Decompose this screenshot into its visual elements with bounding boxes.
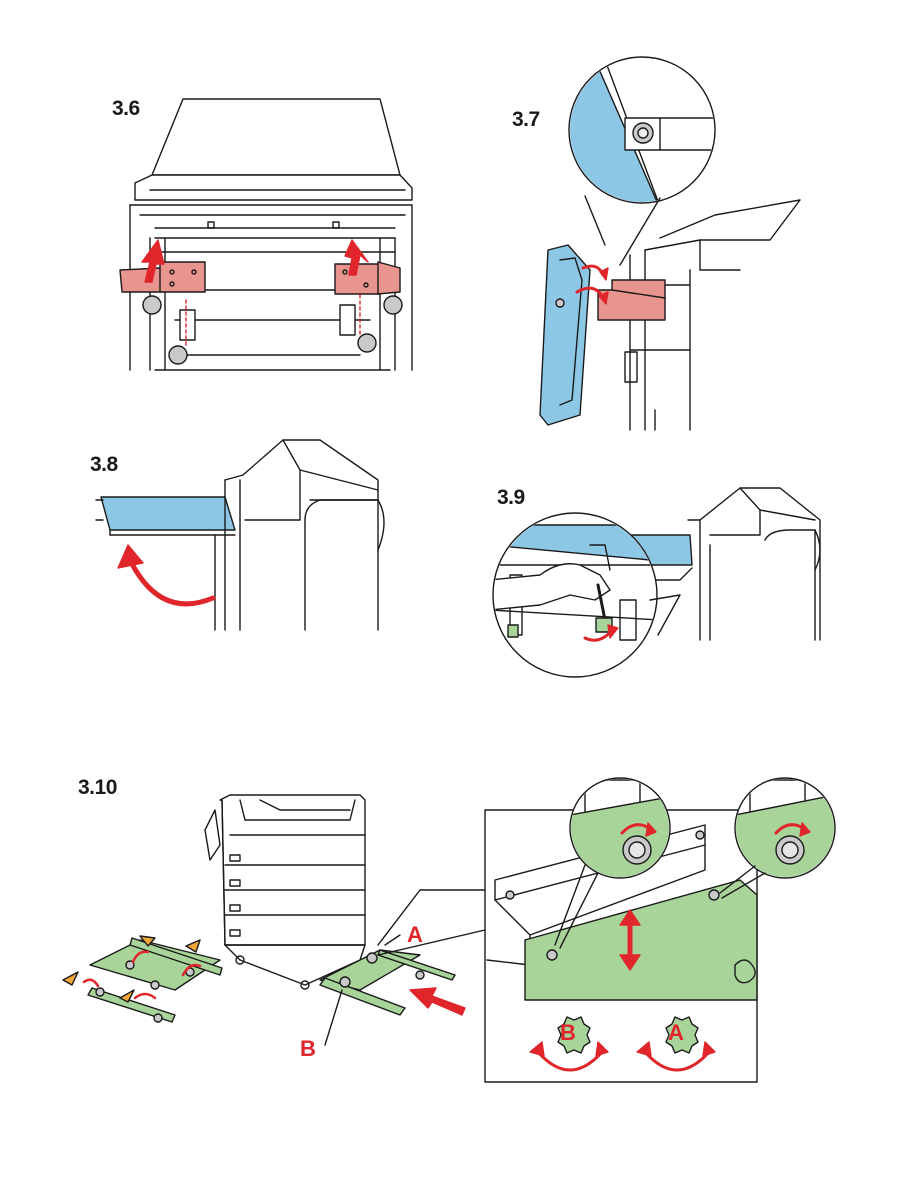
knob-label-b: B xyxy=(560,1020,576,1046)
figure-3-7 xyxy=(540,57,800,430)
step-label-3-9: 3.9 xyxy=(497,486,525,510)
step-label-3-7: 3.7 xyxy=(512,108,540,132)
figure-3-10 xyxy=(63,778,835,1082)
step-label-3-8: 3.8 xyxy=(90,453,118,477)
figure-3-8 xyxy=(96,440,384,630)
callout-b: B xyxy=(300,1036,316,1062)
step-label-3-6: 3.6 xyxy=(112,97,140,121)
callout-a: A xyxy=(407,922,423,948)
figure-3-9 xyxy=(490,488,820,677)
knob-label-a: A xyxy=(668,1020,684,1046)
step-label-3-10: 3.10 xyxy=(78,776,117,800)
figure-3-6 xyxy=(120,99,412,370)
